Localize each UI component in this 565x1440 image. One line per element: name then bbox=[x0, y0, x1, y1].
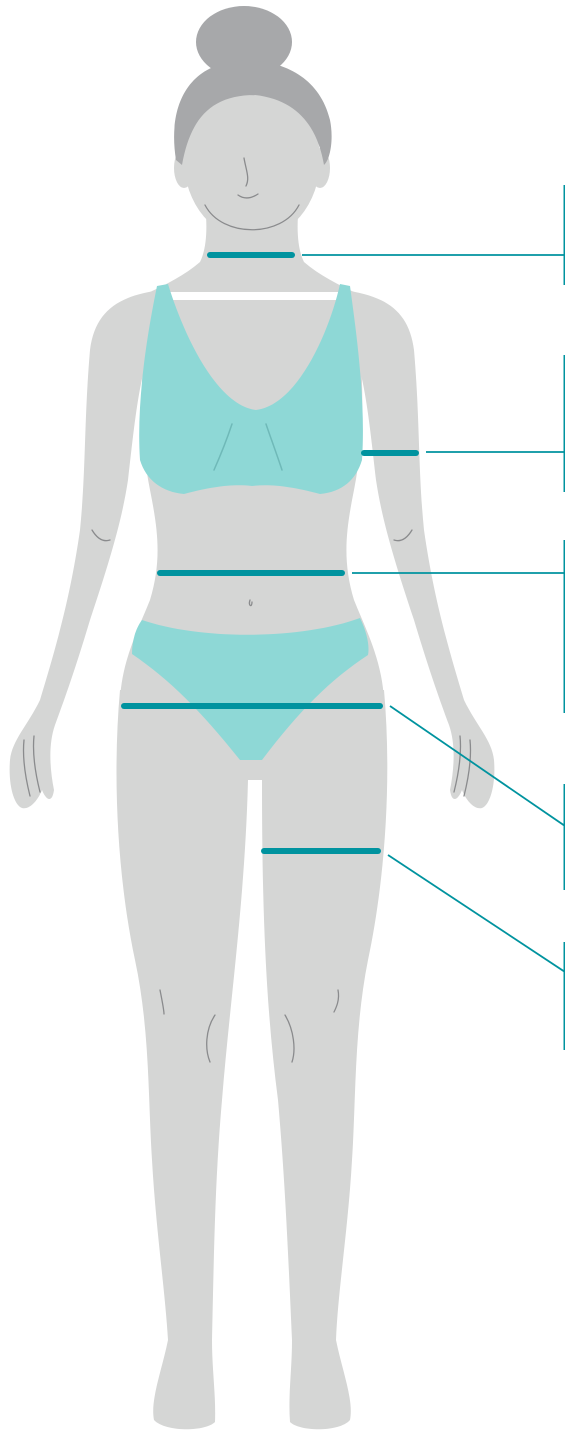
legs bbox=[116, 690, 387, 1429]
thigh-leader bbox=[388, 855, 565, 972]
